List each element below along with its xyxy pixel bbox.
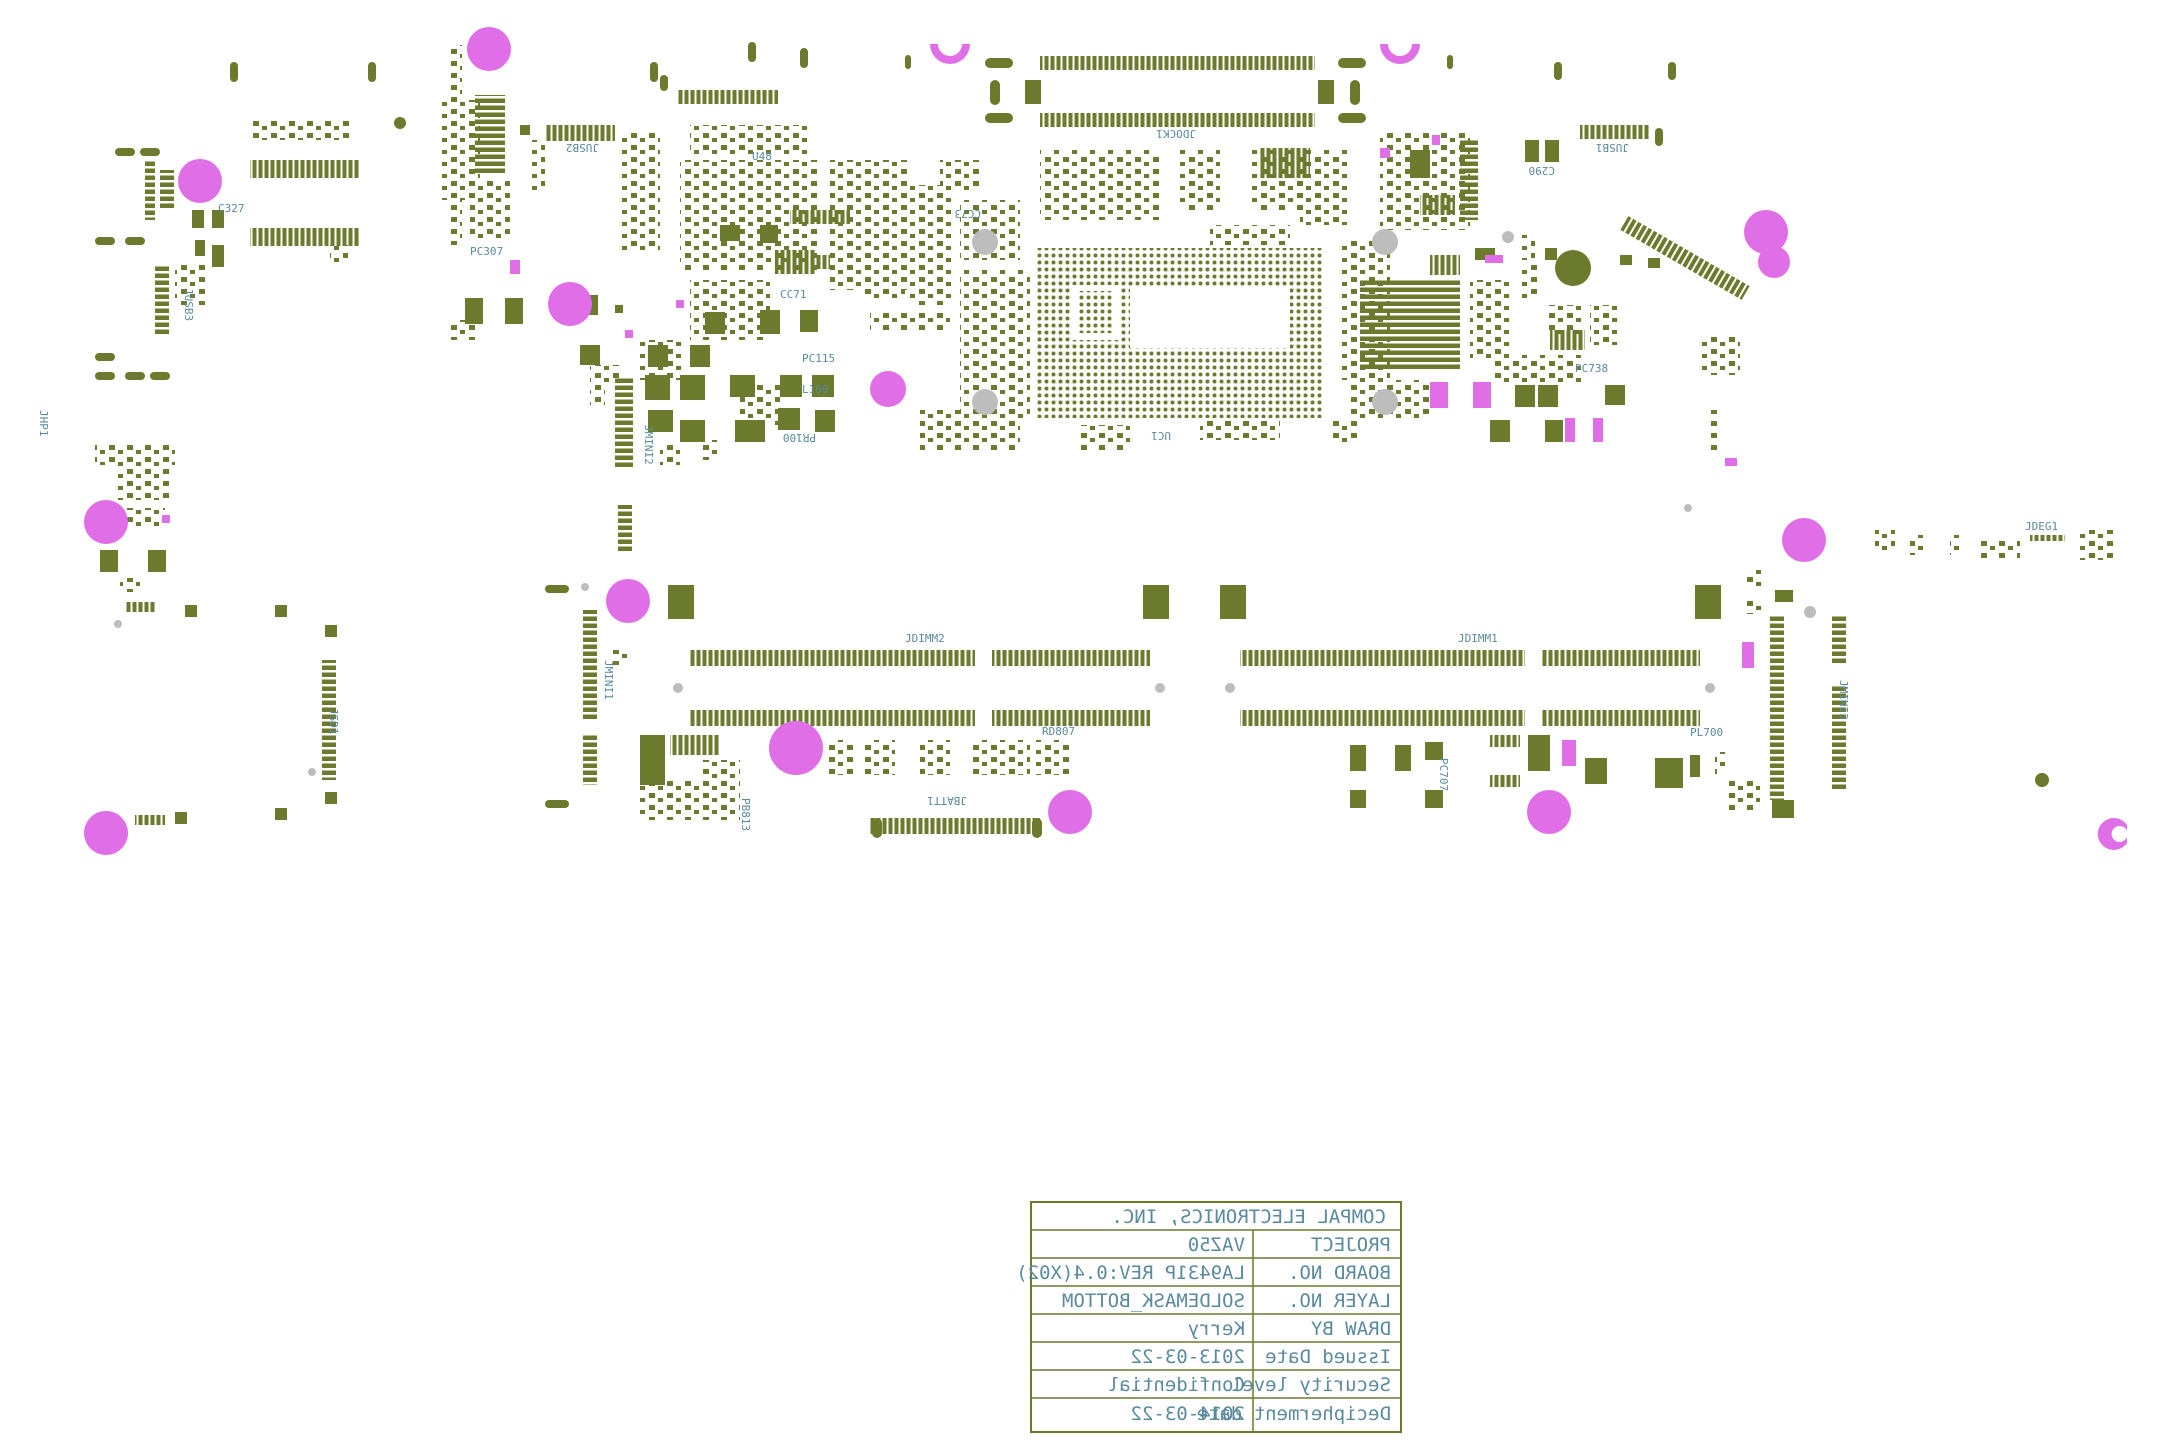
label-ucpu: UC1 [1151,429,1171,442]
pcb-components [84,27,2127,855]
mounting-holes [84,27,2127,855]
label-pc738: PC738 [1575,362,1608,375]
region-right-upper [1475,62,1740,450]
label-jmini3: JMINI3 [1837,680,1850,720]
title-block-value-layer: SOLDEMASK_BOTTOM [1062,1290,1245,1312]
label-jdock1: JDOCK1 [1156,127,1196,140]
label-u48: U48 [752,150,772,163]
label-jhp1: JHP1 [37,410,50,437]
region-left-lower [95,445,337,825]
label-jusb1: JUSB1 [1596,141,1629,154]
label-pr100: PR100 [783,431,816,444]
label-jbatt1: JBATT1 [927,794,967,807]
label-pl700: PL700 [1690,726,1723,739]
title-block-label-draw: DRAW BY [1310,1318,1391,1340]
label-jusb2: JUSB2 [566,141,599,154]
label-jmini1: JMINI1 [602,660,615,700]
region-cpu [905,55,1510,450]
label-c327: C327 [218,202,245,215]
region-power-left [615,312,835,553]
label-rd807: RD807 [1042,725,1075,738]
title-block-company: COMPAL ELECTRONICS, INC. [1111,1206,1386,1228]
label-pb813: PB813 [739,798,752,831]
label-jsd1: JSD1 [327,708,340,735]
region-upper-left [95,62,406,380]
title-block-label-layer: LAYER NO. [1288,1290,1391,1312]
region-right-side [1875,530,2115,787]
label-jmini2: JMINI2 [642,425,655,465]
label-jdeg1: JDEG1 [2025,520,2058,533]
title-block-value-decipher: 2014-03-22 [1131,1403,1245,1425]
title-block-label-security: Security level [1231,1374,1391,1396]
title-block-label-board: BOARD NO. [1288,1262,1391,1284]
title-block-value-board: LA9431P REV:0.4(X02) [1016,1262,1245,1284]
via-holes [114,229,1816,776]
title-block-value-issued: 2013-03-22 [1131,1346,1245,1368]
title-block-value-draw: Kerry [1188,1318,1245,1340]
title-block-label-decipher: Decipherment date [1197,1403,1391,1425]
label-pc115: PC115 [802,352,835,365]
region-dimm [545,570,1846,838]
silkscreen-labels: JHP1 C327 JUSB3 PC307 JUSB2 U48 JDOCK1 J… [37,127,2058,831]
label-pc307: PC307 [470,245,503,258]
label-jdimm1: JDIMM1 [1458,632,1498,645]
label-cc71: CC71 [780,288,807,301]
title-block-label-project: PROJECT [1311,1234,1391,1256]
title-block-value-project: VAZ50 [1188,1234,1245,1256]
label-c290: C290 [1529,164,1556,177]
label-pc707: PC707 [1437,758,1450,791]
label-cc73: CC73 [955,207,982,220]
title-block-frame [1030,1201,1402,1433]
label-l100: L100 [802,383,829,396]
title-block-value-security: Confidential [1108,1374,1245,1396]
title-block: COMPAL ELECTRONICS, INC. PROJECT VAZ50 B… [1016,1201,1402,1433]
label-jdimm2: JDIMM2 [905,632,945,645]
large-pads [1555,216,1750,300]
region-usb-pch [440,42,955,405]
title-block-label-issued: Issued Date [1265,1346,1391,1368]
label-jusb3: JUSB3 [182,288,195,321]
